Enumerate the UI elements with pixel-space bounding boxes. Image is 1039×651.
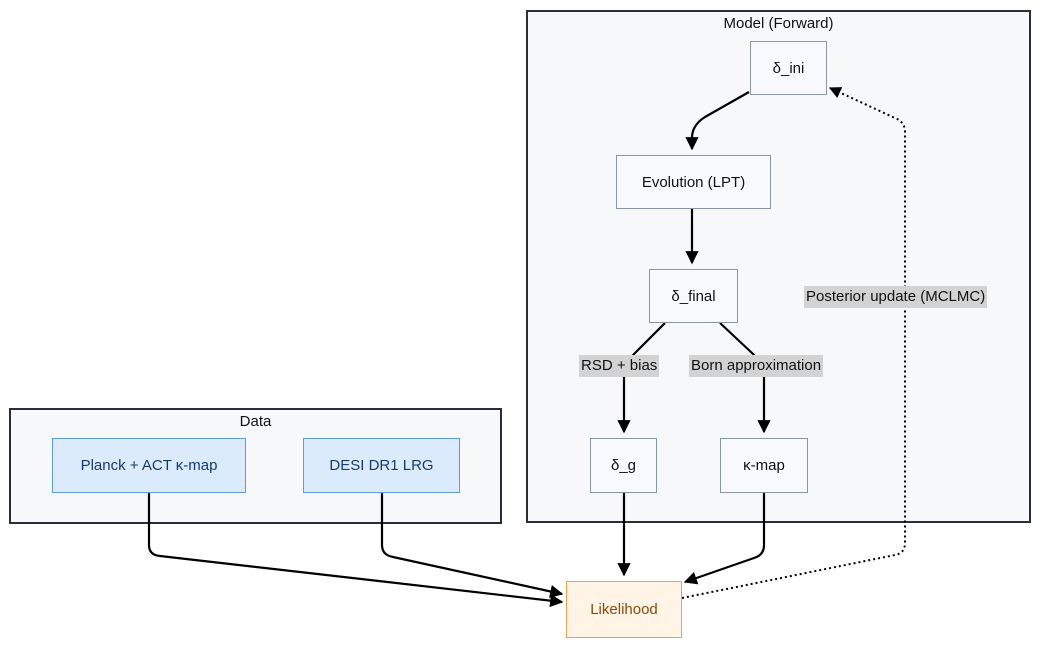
- edge-label-posterior-update: Posterior update (MCLMC): [804, 286, 988, 308]
- node-kappa-map[interactable]: κ-map: [720, 438, 808, 493]
- edge-final-to-g: [617, 322, 666, 434]
- edge-label-born-approximation: Born approximation: [689, 355, 824, 377]
- model-container: Model (Forward): [526, 10, 1031, 523]
- node-delta-g[interactable]: δ_g: [590, 438, 657, 493]
- edge-label-rsd-bias: RSD + bias: [579, 355, 660, 377]
- edge-posterior-update: [681, 87, 906, 599]
- edge-desi-to-likelihood: [380, 493, 564, 598]
- data-container-title: Data: [239, 413, 272, 430]
- edge-ini-to-evolution: [685, 91, 750, 151]
- node-delta-final[interactable]: δ_final: [649, 269, 738, 323]
- edge-final-to-kmap: [719, 322, 771, 434]
- node-evolution-lpt[interactable]: Evolution (LPT): [616, 155, 771, 209]
- edge-planck-to-likelihood: [147, 493, 564, 608]
- model-container-title: Model (Forward): [723, 15, 834, 32]
- node-likelihood[interactable]: Likelihood: [566, 581, 682, 638]
- edge-kmap-to-likelihood: [683, 493, 766, 585]
- node-planck-act[interactable]: Planck + ACT κ-map: [52, 438, 246, 493]
- node-delta-ini[interactable]: δ_ini: [750, 41, 827, 95]
- node-desi-dr1-lrg[interactable]: DESI DR1 LRG: [303, 438, 460, 493]
